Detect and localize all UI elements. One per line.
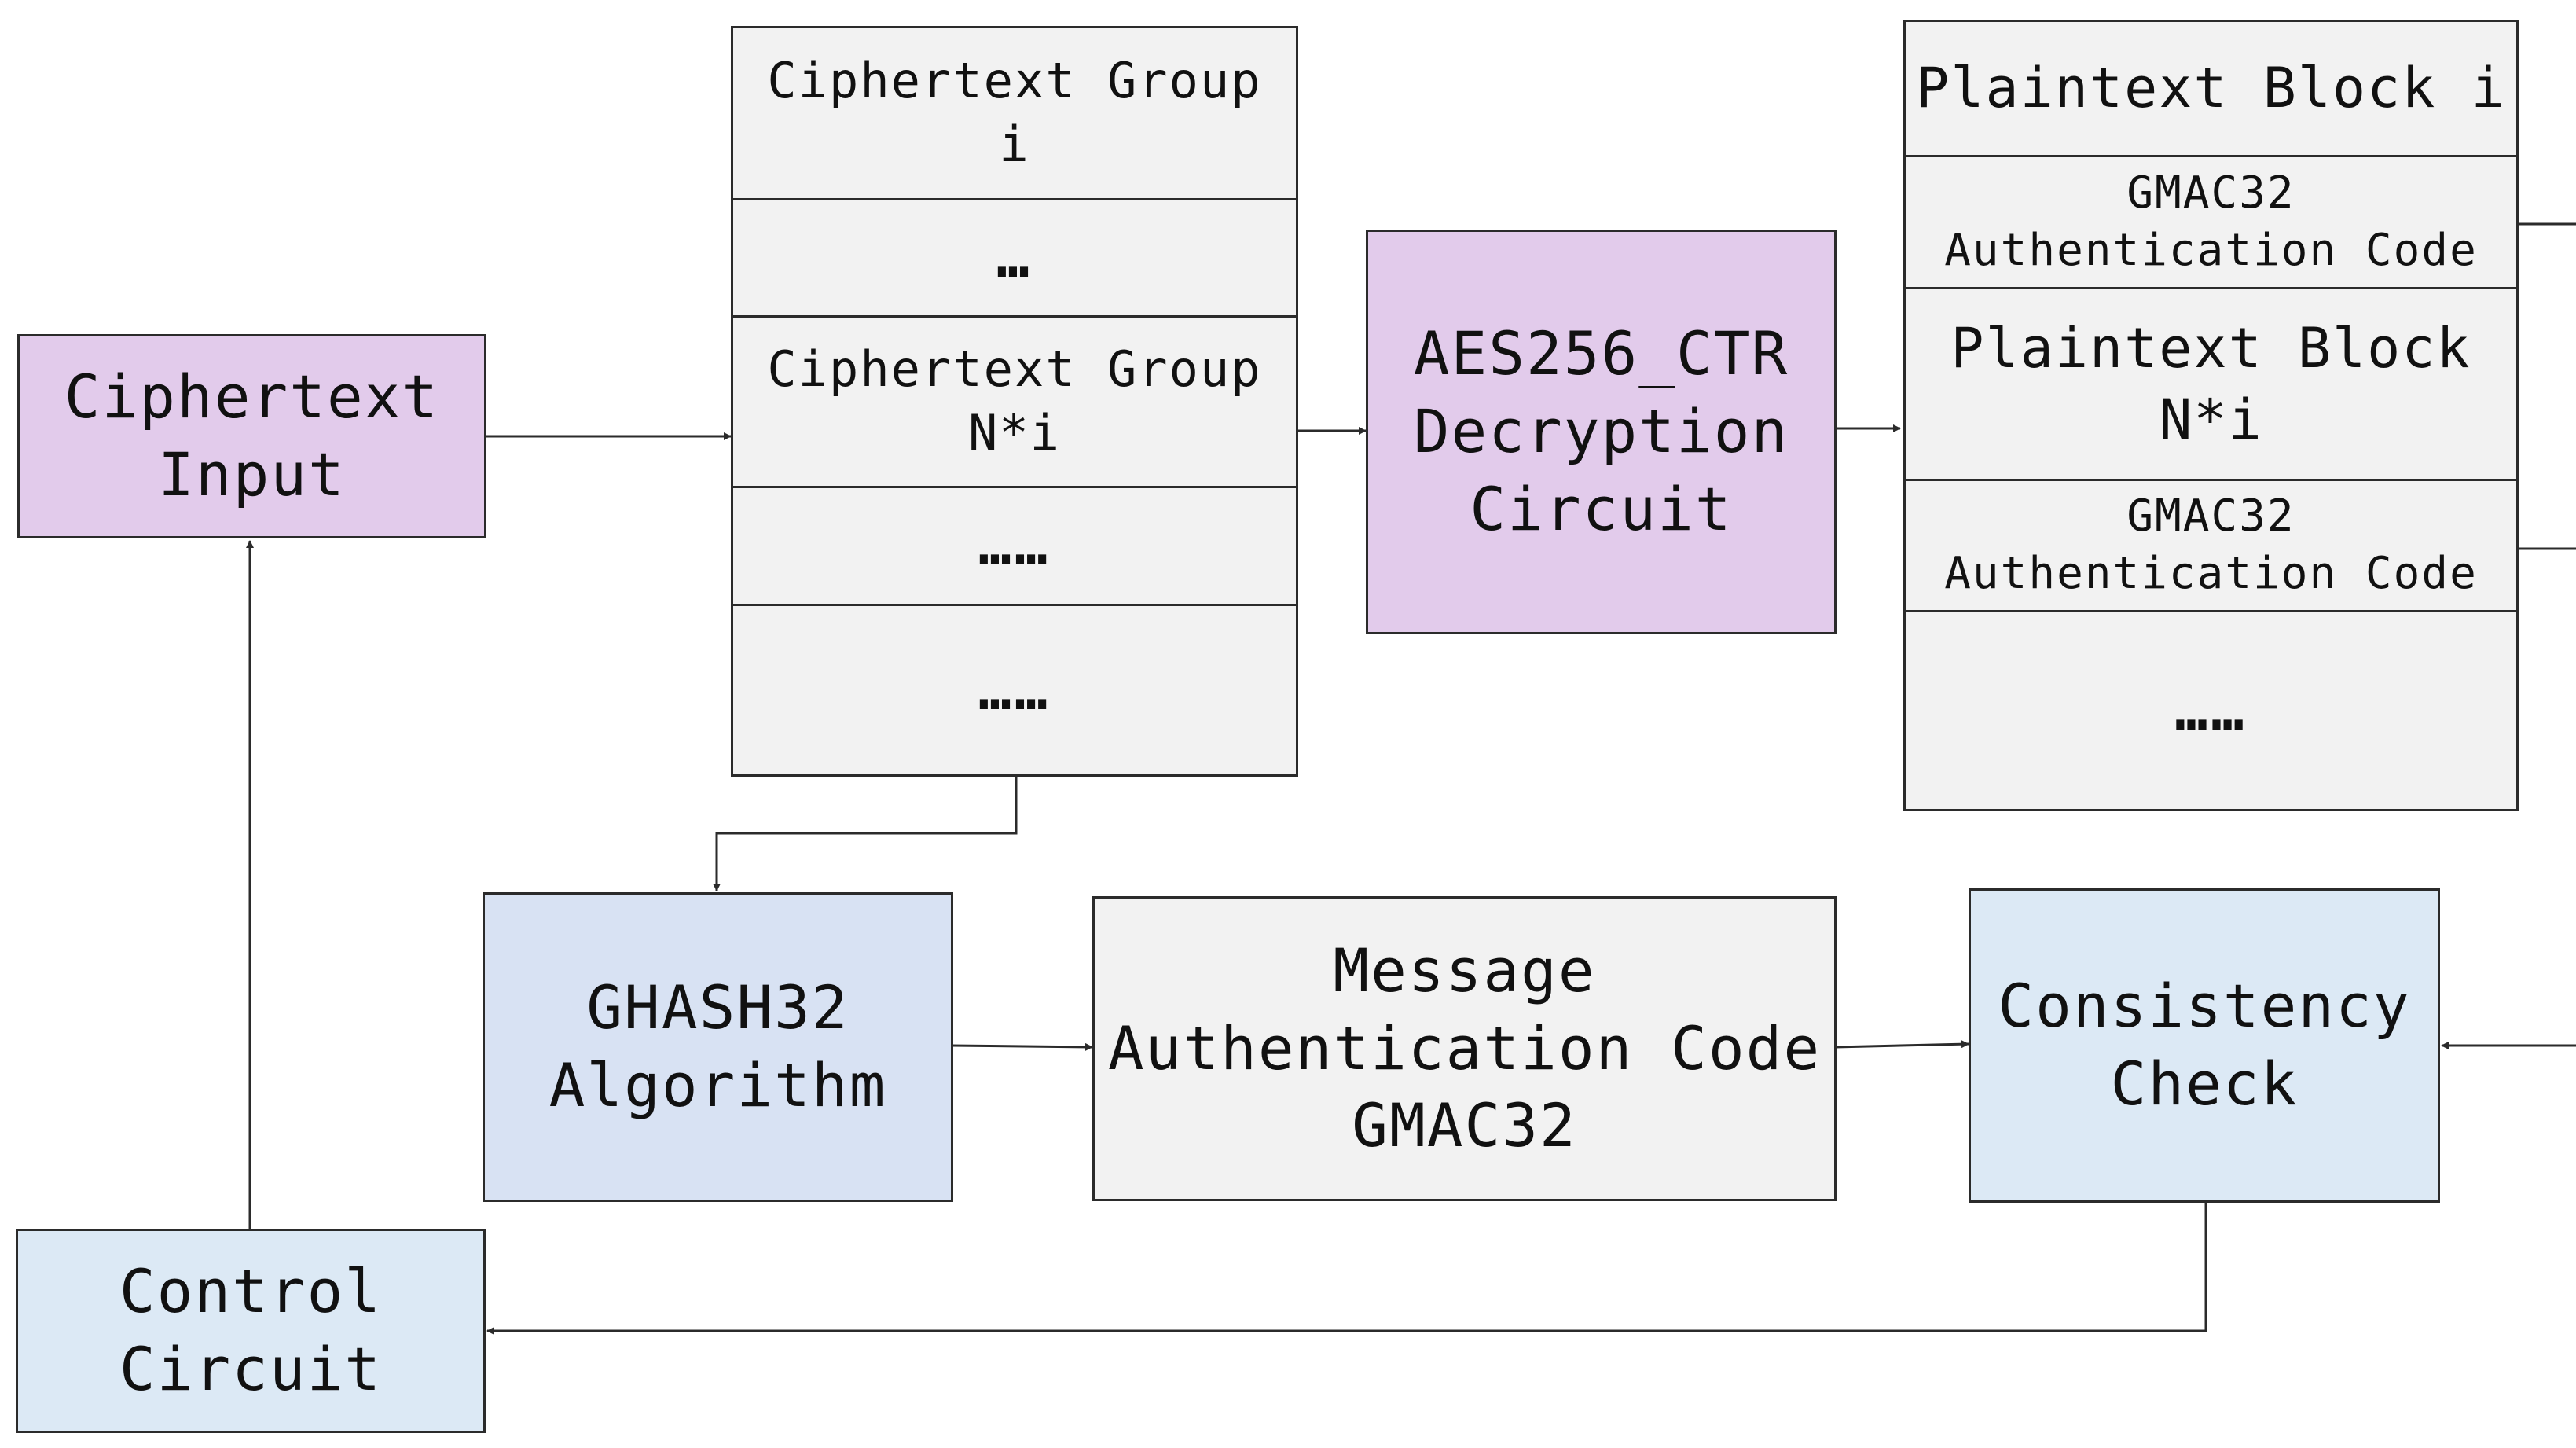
gmac32-code-2-label: GMAC32 Authentication Code xyxy=(1944,491,2478,599)
ciphertext-group-ni: Ciphertext Group N*i xyxy=(733,318,1296,488)
message-authentication-code-box: Message Authentication Code GMAC32 xyxy=(1092,896,1837,1201)
arrow-cipher-stack-to-ghash xyxy=(713,774,1018,891)
control-circuit-label: Control Circuit xyxy=(119,1256,383,1404)
plaintext-block-ni-label: Plaintext Block N*i xyxy=(1950,315,2471,452)
plaintext-ellipsis-label: …… xyxy=(2174,678,2248,743)
ciphertext-ellipsis-1: … xyxy=(733,200,1296,318)
aes-decryption-label: AES256_CTR Decryption Circuit xyxy=(1413,318,1789,544)
ciphertext-ellipsis-2: …… xyxy=(733,488,1296,606)
ciphertext-ellipsis-1-label: … xyxy=(996,225,1033,290)
arrow-mac-to-consistency xyxy=(1834,1040,1969,1049)
gmac32-code-2: GMAC32 Authentication Code xyxy=(1906,481,2516,612)
ciphertext-ellipsis-3: …… xyxy=(733,606,1296,774)
plaintext-block-i: Plaintext Block i xyxy=(1906,22,2516,157)
ciphertext-group-i-label: Ciphertext Group i xyxy=(767,52,1262,173)
gmac32-code-1-label: GMAC32 Authentication Code xyxy=(1944,167,2478,276)
plaintext-block-stack: Plaintext Block i GMAC32 Authentication … xyxy=(1903,20,2519,811)
consistency-check-label: Consistency Check xyxy=(1998,971,2411,1119)
ciphertext-group-stack: Ciphertext Group i … Ciphertext Group N*… xyxy=(731,26,1298,777)
control-circuit-box: Control Circuit xyxy=(16,1229,486,1433)
ciphertext-ellipsis-3-label: …… xyxy=(978,657,1051,722)
message-authentication-code-label: Message Authentication Code GMAC32 xyxy=(1107,935,1822,1161)
gmac32-code-1: GMAC32 Authentication Code xyxy=(1906,157,2516,289)
ciphertext-group-i: Ciphertext Group i xyxy=(733,28,1296,200)
ciphertext-group-ni-label: Ciphertext Group N*i xyxy=(767,340,1262,461)
plaintext-block-i-label: Plaintext Block i xyxy=(1916,56,2506,120)
ciphertext-ellipsis-2-label: …… xyxy=(978,513,1051,578)
ghash32-label: GHASH32 Algorithm xyxy=(549,972,887,1120)
ciphertext-input-box: Ciphertext Input xyxy=(17,334,486,538)
arrow-consistency-to-control xyxy=(486,1201,2207,1335)
arrow-gmac-codes-to-consistency xyxy=(2441,222,2576,1049)
consistency-check-box: Consistency Check xyxy=(1969,888,2440,1203)
arrow-ghash-to-mac xyxy=(950,1042,1093,1051)
ciphertext-input-label: Ciphertext Input xyxy=(64,362,440,509)
aes-decryption-box: AES256_CTR Decryption Circuit xyxy=(1366,230,1837,634)
plaintext-ellipsis: …… xyxy=(1906,612,2516,809)
plaintext-block-ni: Plaintext Block N*i xyxy=(1906,289,2516,481)
ghash32-box: GHASH32 Algorithm xyxy=(483,892,953,1202)
